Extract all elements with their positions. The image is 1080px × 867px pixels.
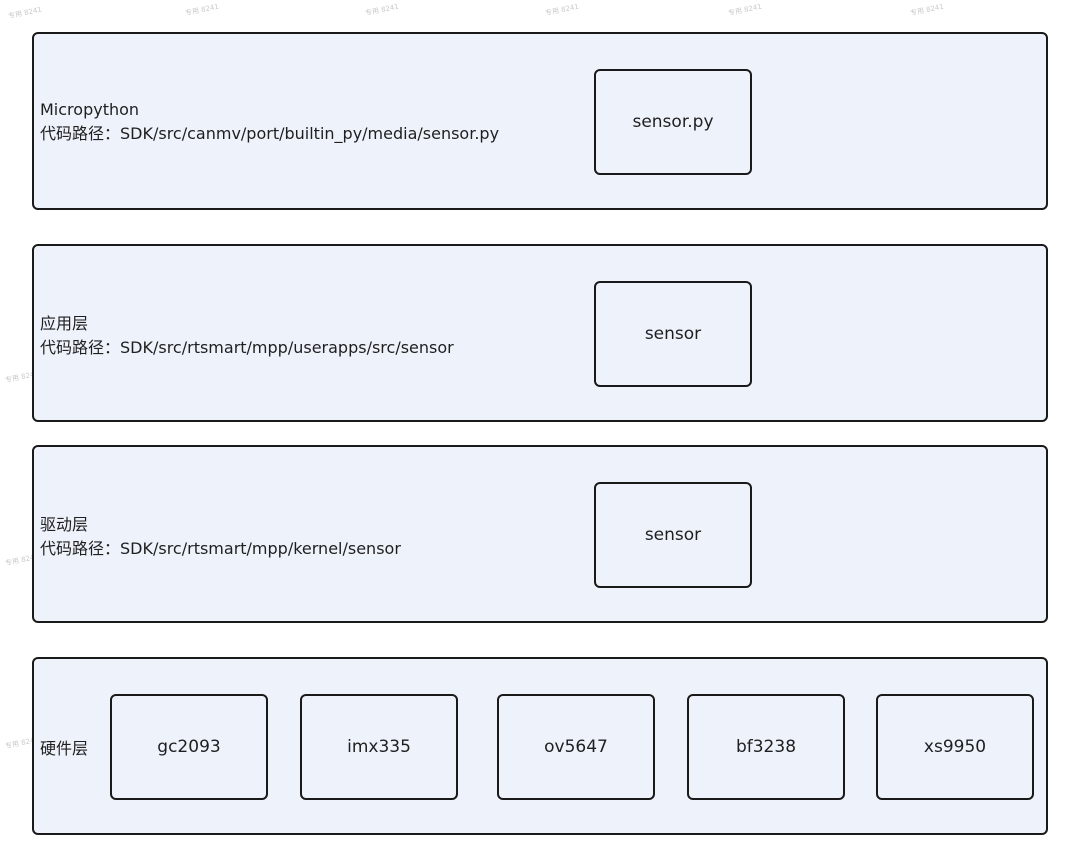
layer-application-label: 应用层 代码路径：SDK/src/rtsmart/mpp/userapps/sr…: [40, 312, 454, 360]
sensor-box-bf3238: bf3238: [687, 694, 845, 800]
layer-code-path: 代码路径：SDK/src/canmv/port/builtin_py/media…: [40, 124, 500, 143]
sensor-box-ov5647: ov5647: [497, 694, 655, 800]
watermark: 专用 8241: [364, 2, 400, 18]
layer-hardware-label: 硬件层: [40, 737, 88, 761]
layer-code-path: 代码路径：SDK/src/rtsmart/mpp/userapps/src/se…: [40, 338, 454, 357]
layer-application: 应用层 代码路径：SDK/src/rtsmart/mpp/userapps/sr…: [32, 244, 1048, 422]
layer-micropython-label: Micropython 代码路径：SDK/src/canmv/port/buil…: [40, 98, 499, 146]
layer-title: 驱动层: [40, 515, 89, 534]
module-label: sensor: [644, 525, 702, 545]
layer-driver: 驱动层 代码路径：SDK/src/rtsmart/mpp/kernel/sens…: [32, 445, 1048, 623]
sensor-label: gc2093: [157, 737, 221, 757]
layer-title: Micropython: [40, 100, 140, 119]
sensor-label: xs9950: [923, 737, 987, 757]
module-box-sensor-app: sensor: [594, 281, 752, 387]
sensor-box-gc2093: gc2093: [110, 694, 268, 800]
module-label: sensor: [644, 324, 702, 344]
watermark: 专用 8241: [544, 2, 580, 18]
sensor-box-xs9950: xs9950: [876, 694, 1034, 800]
layer-driver-label: 驱动层 代码路径：SDK/src/rtsmart/mpp/kernel/sens…: [40, 513, 401, 561]
sensor-label: ov5647: [544, 737, 608, 757]
module-box-sensor-driver: sensor: [594, 482, 752, 588]
watermark: 专用 8241: [727, 2, 763, 18]
layer-micropython: Micropython 代码路径：SDK/src/canmv/port/buil…: [32, 32, 1048, 210]
layer-code-path: 代码路径：SDK/src/rtsmart/mpp/kernel/sensor: [40, 539, 401, 558]
watermark: 专用 8241: [184, 2, 220, 18]
module-box-sensor-py: sensor.py: [594, 69, 752, 175]
sensor-box-imx335: imx335: [300, 694, 458, 800]
watermark: 专用 8241: [909, 2, 945, 18]
watermark: 专用 8241: [7, 5, 43, 21]
module-label: sensor.py: [632, 112, 714, 132]
sensor-label: imx335: [347, 737, 411, 757]
layer-title: 硬件层: [40, 739, 89, 758]
layer-hardware: 硬件层 gc2093 imx335 ov5647 bf3238 xs9950: [32, 657, 1048, 835]
sensor-label: bf3238: [735, 737, 797, 757]
layer-title: 应用层: [40, 314, 89, 333]
